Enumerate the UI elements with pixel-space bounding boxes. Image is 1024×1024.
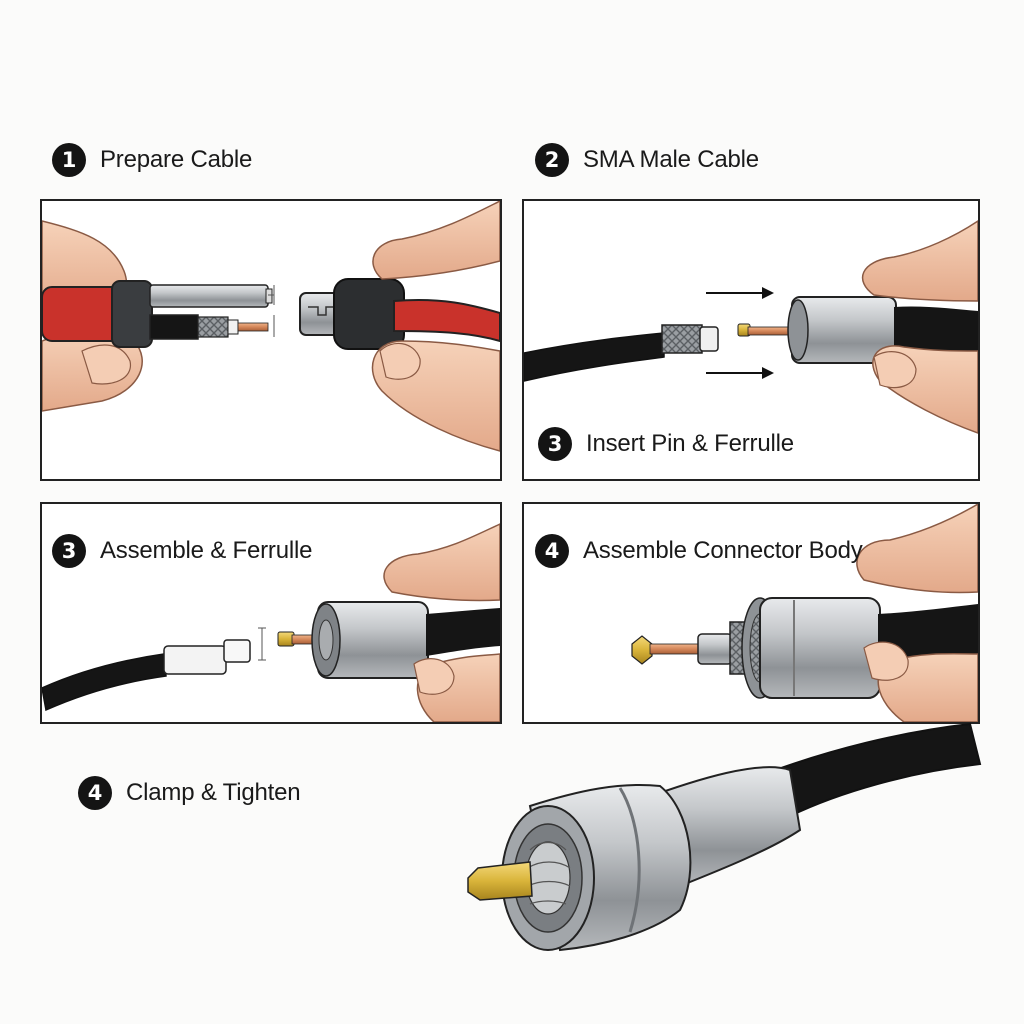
step-title: Assemble & Ferrulle — [100, 537, 313, 564]
step-1-label: 1 Prepare Cable — [52, 143, 252, 177]
step-4-clamp-label: 4 Clamp & Tighten — [78, 776, 301, 810]
step-4-assemble-body-label: 4 Assemble Connector Body — [535, 534, 863, 568]
step-number-badge: 3 — [538, 427, 572, 461]
assemble-ferrulle-illustration — [42, 523, 500, 722]
step-title: Assemble Connector Body — [583, 537, 863, 564]
assemble-connector-body-illustration — [631, 504, 978, 722]
finished-sma-connector — [467, 722, 982, 952]
panel-assemble-ferrulle — [40, 502, 502, 724]
step-number-badge: 4 — [78, 776, 112, 810]
step-title: Prepare Cable — [100, 146, 253, 173]
step-2-label: 2 SMA Male Cable — [535, 143, 759, 177]
prepare-cable-illustration — [42, 201, 500, 452]
step-number-badge: 1 — [52, 143, 86, 177]
step-title: Insert Pin & Ferrulle — [586, 430, 794, 457]
step-3-insert-label: 3 Insert Pin & Ferrulle — [538, 427, 794, 461]
step-number-badge: 3 — [52, 534, 86, 568]
step-title: SMA Male Cable — [583, 146, 759, 173]
panel-sma-male-cable: 3 Insert Pin & Ferrulle — [522, 199, 980, 481]
sma-male-cable-illustration — [524, 220, 978, 434]
step-title: Clamp & Tighten — [126, 779, 301, 806]
step-number-badge: 4 — [535, 534, 569, 568]
step-number-badge: 2 — [535, 143, 569, 177]
step-3-assemble-label: 3 Assemble & Ferrulle — [52, 534, 312, 568]
panel-prepare-cable — [40, 199, 502, 481]
clamp-tighten-illustration — [0, 700, 1024, 1024]
panel-assemble-connector-body — [522, 502, 980, 724]
